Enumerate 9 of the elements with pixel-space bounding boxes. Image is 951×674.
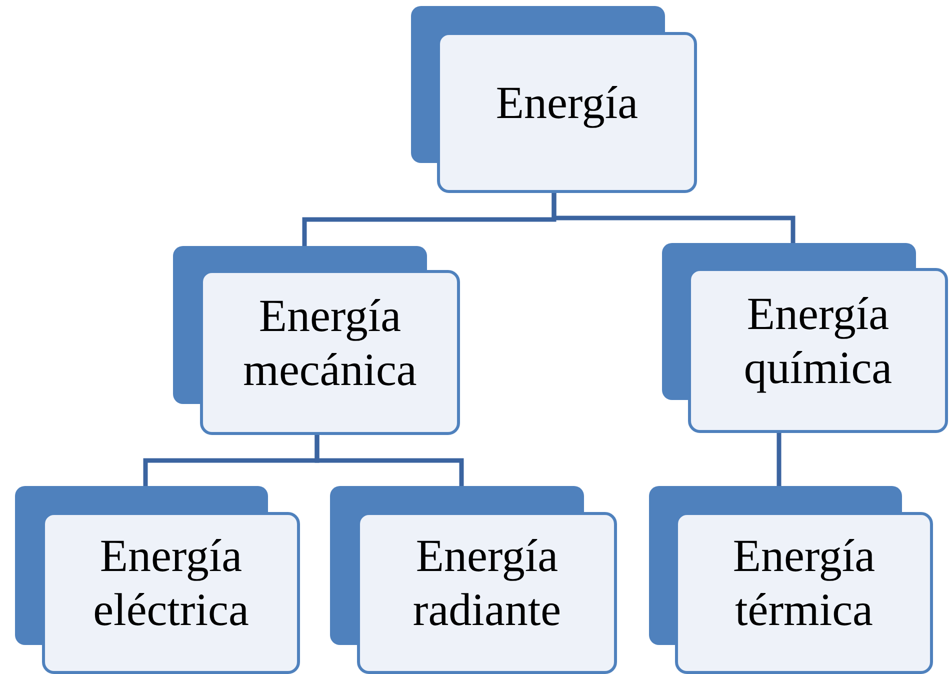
connector-line xyxy=(314,435,464,486)
connector-line xyxy=(776,433,782,486)
node-label: Energía eléctrica xyxy=(92,529,250,637)
node-label: Energía xyxy=(496,76,638,130)
node-label: Energía mecánica xyxy=(242,288,418,396)
node-label: Energía térmica xyxy=(732,529,876,637)
node-label: Energía radiante xyxy=(412,529,562,637)
node-label: Energía química xyxy=(742,286,894,394)
connector-line xyxy=(552,193,796,243)
